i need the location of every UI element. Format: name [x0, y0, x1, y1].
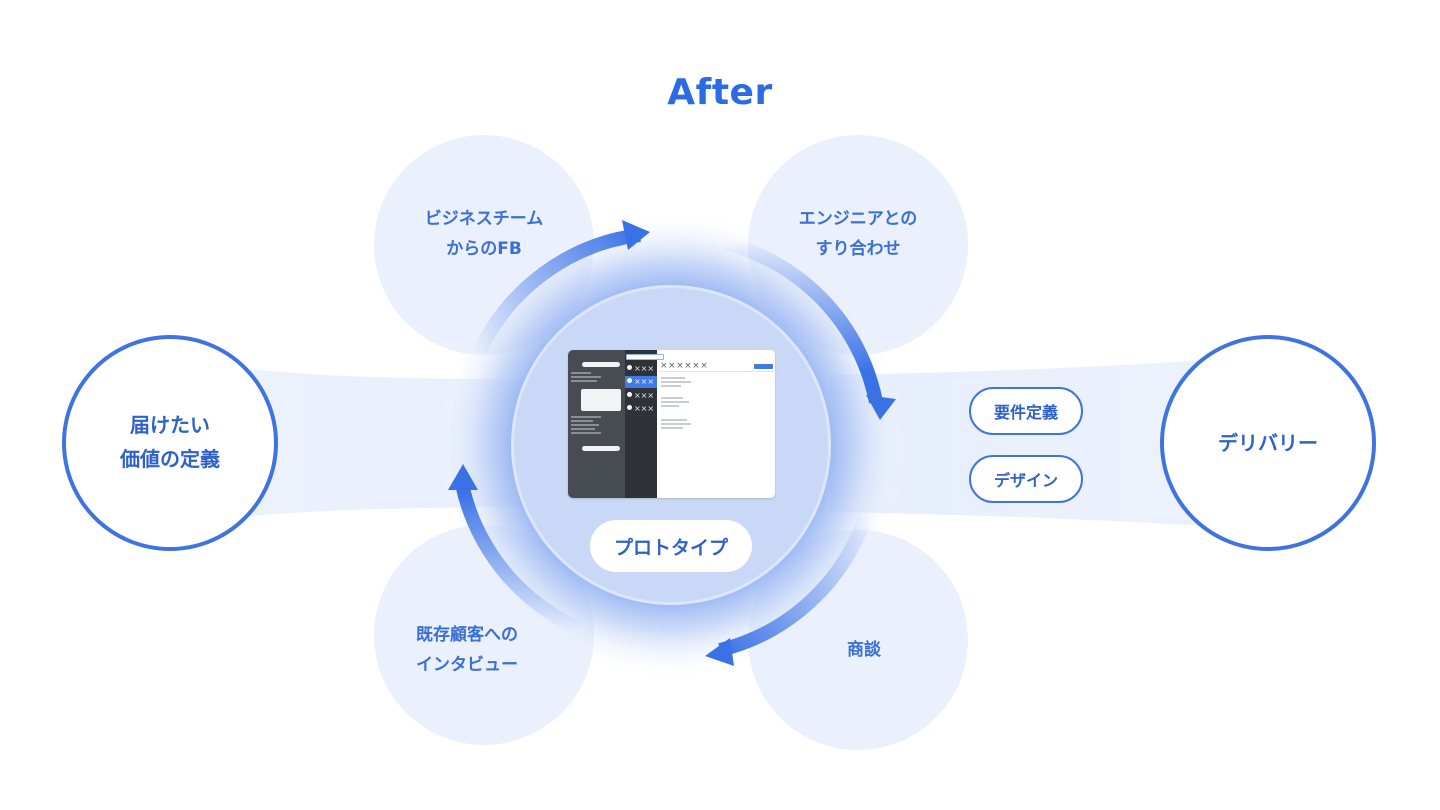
- mockup-sidebar-line: [571, 380, 597, 382]
- satellite-label-bottom-left: 既存顧客への インタビュー: [357, 620, 577, 680]
- mockup-list-item: ×××: [625, 403, 657, 415]
- prototype-label: プロトタイプ: [590, 520, 752, 572]
- mockup-header-text: ××××××: [660, 361, 708, 371]
- satellite-label-line: インタビュー: [357, 650, 577, 680]
- mockup-sidebar-line: [571, 428, 595, 430]
- satellite-label-bottom-right: 商談: [754, 635, 974, 665]
- step-pill-design: デザイン: [969, 455, 1083, 503]
- output-node-line: デリバリー: [1168, 426, 1368, 460]
- page-title: After: [0, 72, 1440, 113]
- mockup-sidebar-pill: [582, 446, 620, 451]
- satellite-label-line: 既存顧客への: [357, 620, 577, 650]
- mockup-sidebar-pill: [582, 362, 620, 367]
- mockup-text-line: [661, 405, 679, 407]
- satellite-label-line: 商談: [754, 635, 974, 665]
- mockup-sidebar-line: [571, 416, 601, 418]
- mockup-sidebar-line: [571, 424, 599, 426]
- mockup-text-line: [661, 381, 691, 383]
- satellite-label-line: ビジネスチーム: [374, 204, 594, 234]
- input-node-line: 届けたい: [70, 408, 270, 442]
- mockup-text-line: [661, 401, 689, 403]
- satellite-label-top-left: ビジネスチーム からのFB: [374, 204, 594, 264]
- satellite-label-line: エンジニアとの: [748, 204, 968, 234]
- mockup-text-line: [661, 419, 687, 421]
- step-pill-requirements: 要件定義: [969, 387, 1083, 435]
- mockup-divider: [658, 371, 774, 372]
- satellite-label-line: からのFB: [374, 234, 594, 264]
- input-node-line: 価値の定義: [70, 442, 270, 476]
- mockup-sidebar-line: [571, 376, 601, 378]
- output-node-label: デリバリー: [1168, 426, 1368, 460]
- mockup-sidebar-line: [571, 420, 593, 422]
- satellite-label-line: すり合わせ: [748, 234, 968, 264]
- mockup-list-item: ×××: [625, 390, 657, 402]
- mockup-sidebar-line: [571, 432, 601, 434]
- mockup-text-line: [661, 385, 681, 387]
- mockup-action-button: [754, 364, 773, 369]
- mockup-list-item: ×××: [625, 363, 657, 375]
- mockup-list-item-selected: ×××: [625, 376, 657, 388]
- mockup-sidebar-line: [571, 372, 591, 374]
- mockup-text-line: [661, 377, 685, 379]
- prototype-mockup: ××× ××× ××× ××× ××××××: [568, 350, 775, 498]
- mockup-text-line: [661, 423, 691, 425]
- mockup-search-box: [626, 354, 664, 360]
- satellite-label-top-right: エンジニアとの すり合わせ: [748, 204, 968, 264]
- mockup-sidebar-card: [581, 389, 621, 411]
- input-node-label: 届けたい 価値の定義: [70, 408, 270, 476]
- mockup-text-line: [661, 397, 683, 399]
- mockup-text-line: [661, 427, 683, 429]
